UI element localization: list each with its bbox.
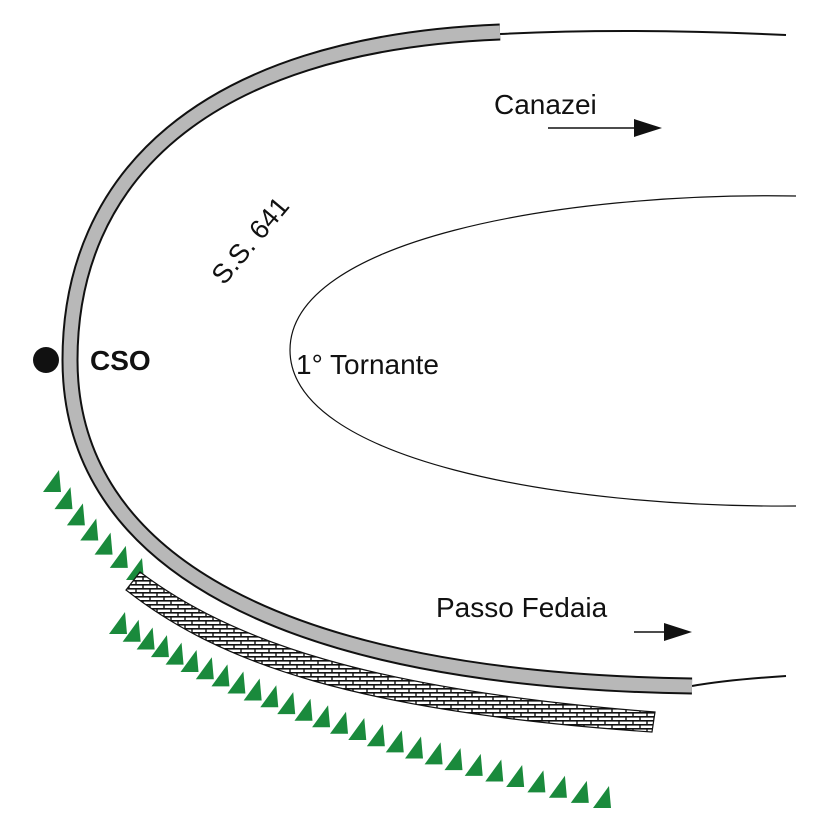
retaining-wall <box>125 571 656 733</box>
vegetation-marker <box>136 627 155 650</box>
vegetation-marker <box>348 718 367 741</box>
vegetation-marker <box>312 705 331 728</box>
bend-label: 1° Tornante <box>296 349 439 380</box>
vegetation-marker <box>165 642 184 665</box>
vegetation-marker <box>109 545 128 568</box>
arrow-right-icon <box>634 623 692 641</box>
arrow-right-icon <box>548 119 662 137</box>
vegetation-marker <box>227 671 246 694</box>
vegetation-marker <box>122 619 141 642</box>
vegetation-marker <box>527 770 546 793</box>
vegetation-marker <box>424 742 443 765</box>
vegetation-marker <box>464 753 483 776</box>
vegetation-marker <box>43 470 61 492</box>
vegetation-marker <box>277 692 296 715</box>
vegetation-marker <box>150 635 169 658</box>
vegetation-marker <box>109 612 127 634</box>
vegetation-marker <box>195 657 214 680</box>
vegetation-marker <box>94 532 113 555</box>
vegetation-marker <box>180 649 199 672</box>
road-edge-bottom <box>691 675 787 687</box>
vegetation-marker <box>330 711 349 734</box>
vegetation-marker <box>66 503 85 526</box>
road-edge-top <box>499 30 787 36</box>
station-dot <box>33 347 59 373</box>
vegetation-marker <box>385 730 404 753</box>
vegetation-marker <box>260 685 279 708</box>
vegetation-marker <box>294 698 313 721</box>
road-band-fill <box>63 25 693 693</box>
vegetation-marker <box>506 765 525 788</box>
vegetation-marker <box>485 759 504 782</box>
vegetation-marker <box>54 487 73 510</box>
vegetation-marker <box>593 786 611 808</box>
vegetation-marker <box>444 748 463 771</box>
destination-label-top: Canazei <box>494 89 597 120</box>
hairpin-inner-curve <box>289 195 797 507</box>
vegetation-marker <box>211 664 230 687</box>
vegetation-marker <box>405 736 423 759</box>
vegetation-marker <box>243 678 262 701</box>
station-label: CSO <box>90 345 151 376</box>
vegetation-marker <box>570 780 589 803</box>
vegetation-marker <box>548 775 567 798</box>
road-label: S.S. 641 <box>206 191 296 290</box>
vegetation-markers <box>43 470 611 808</box>
destination-label-bottom: Passo Fedaia <box>436 592 608 623</box>
vegetation-marker <box>366 724 385 747</box>
vegetation-marker <box>80 518 99 541</box>
